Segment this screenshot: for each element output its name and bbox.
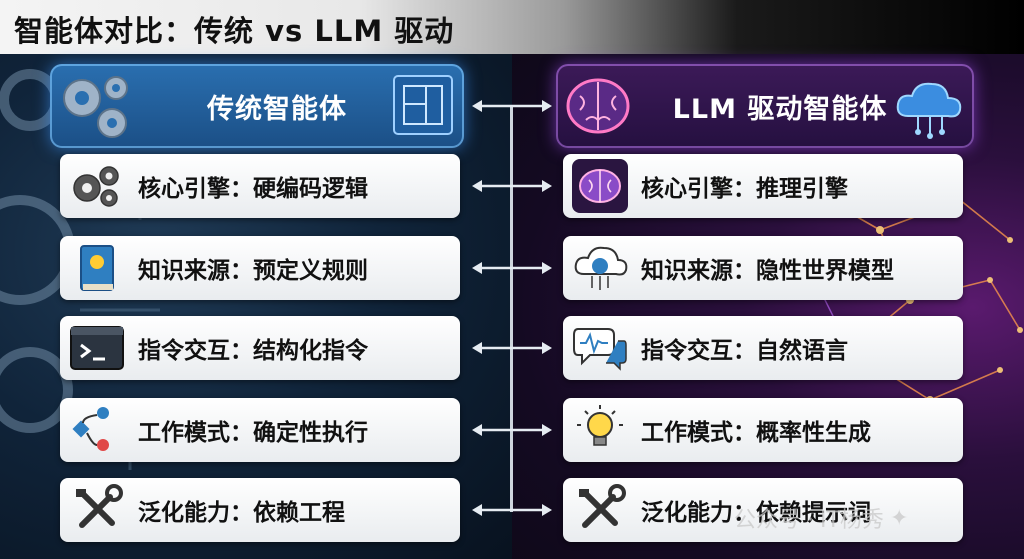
header-llm-agent: LLM 驱动智能体 [556,64,974,148]
cloud-circuit-icon [896,82,962,139]
left-row-text: 指令交互：结构化指令 [138,338,368,364]
left-row-text: 知识来源：预定义规则 [138,258,368,284]
terminal-icon [66,320,128,376]
tools-icon [569,482,631,538]
left-row-card: 核心引擎：硬编码逻辑 [60,154,460,218]
blueprint-icon [393,75,453,135]
right-row-card: 泛化能力：依赖提示词 [563,478,963,542]
left-row-text: 泛化能力：依赖工程 [138,500,345,526]
header-llm-label: LLM 驱动智能体 [672,93,888,125]
double-arrow-icon [472,180,552,192]
tools-icon [66,482,128,538]
flowchart-icon [66,402,128,458]
right-row-text: 知识来源：隐性世界模型 [641,258,894,284]
center-connector-line [510,106,513,512]
header-double-arrow-icon [472,100,552,112]
left-row-card: 泛化能力：依赖工程 [60,478,460,542]
double-arrow-icon [472,262,552,274]
gears-icon [66,158,128,214]
right-row-text: 指令交互：自然语言 [641,338,848,364]
cloud-globe-icon [569,240,631,296]
brain-glow-icon [566,78,630,134]
right-row-text: 工作模式：概率性生成 [641,420,871,446]
double-arrow-icon [472,504,552,516]
title-bar: 智能体对比：传统 vs LLM 驱动 [0,0,1024,54]
header-traditional-agent: 传统智能体 [50,64,464,148]
header-traditional-label: 传统智能体 [207,93,347,125]
right-row-card: 工作模式：概率性生成 [563,398,963,462]
right-row-text: 核心引擎：推理引擎 [641,176,848,202]
left-row-card: 知识来源：预定义规则 [60,236,460,300]
right-row-card: 核心引擎：推理引擎 [563,154,963,218]
brain-icon [569,158,631,214]
double-arrow-icon [472,424,552,436]
double-arrow-icon [472,342,552,354]
watermark-mark: ✦ [889,505,909,531]
right-row-card: 指令交互：自然语言 [563,316,963,380]
watermark-prefix: 公众号 · [734,508,814,533]
book-icon [66,240,128,296]
left-row-text: 核心引擎：硬编码逻辑 [138,176,368,202]
right-row-text: 泛化能力：依赖提示词 [641,500,871,526]
chat-bubbles-icon [569,320,631,376]
watermark-name: IT杨秀 [820,508,884,533]
left-row-text: 工作模式：确定性执行 [138,420,368,446]
left-row-card: 指令交互：结构化指令 [60,316,460,380]
right-row-card: 知识来源：隐性世界模型 [563,236,963,300]
left-row-card: 工作模式：确定性执行 [60,398,460,462]
page-title: 智能体对比：传统 vs LLM 驱动 [14,14,455,48]
watermark: 公众号 · IT杨秀 ✦ [734,502,908,534]
lightbulb-icon [569,402,631,458]
gear-cluster-icon [63,76,128,138]
